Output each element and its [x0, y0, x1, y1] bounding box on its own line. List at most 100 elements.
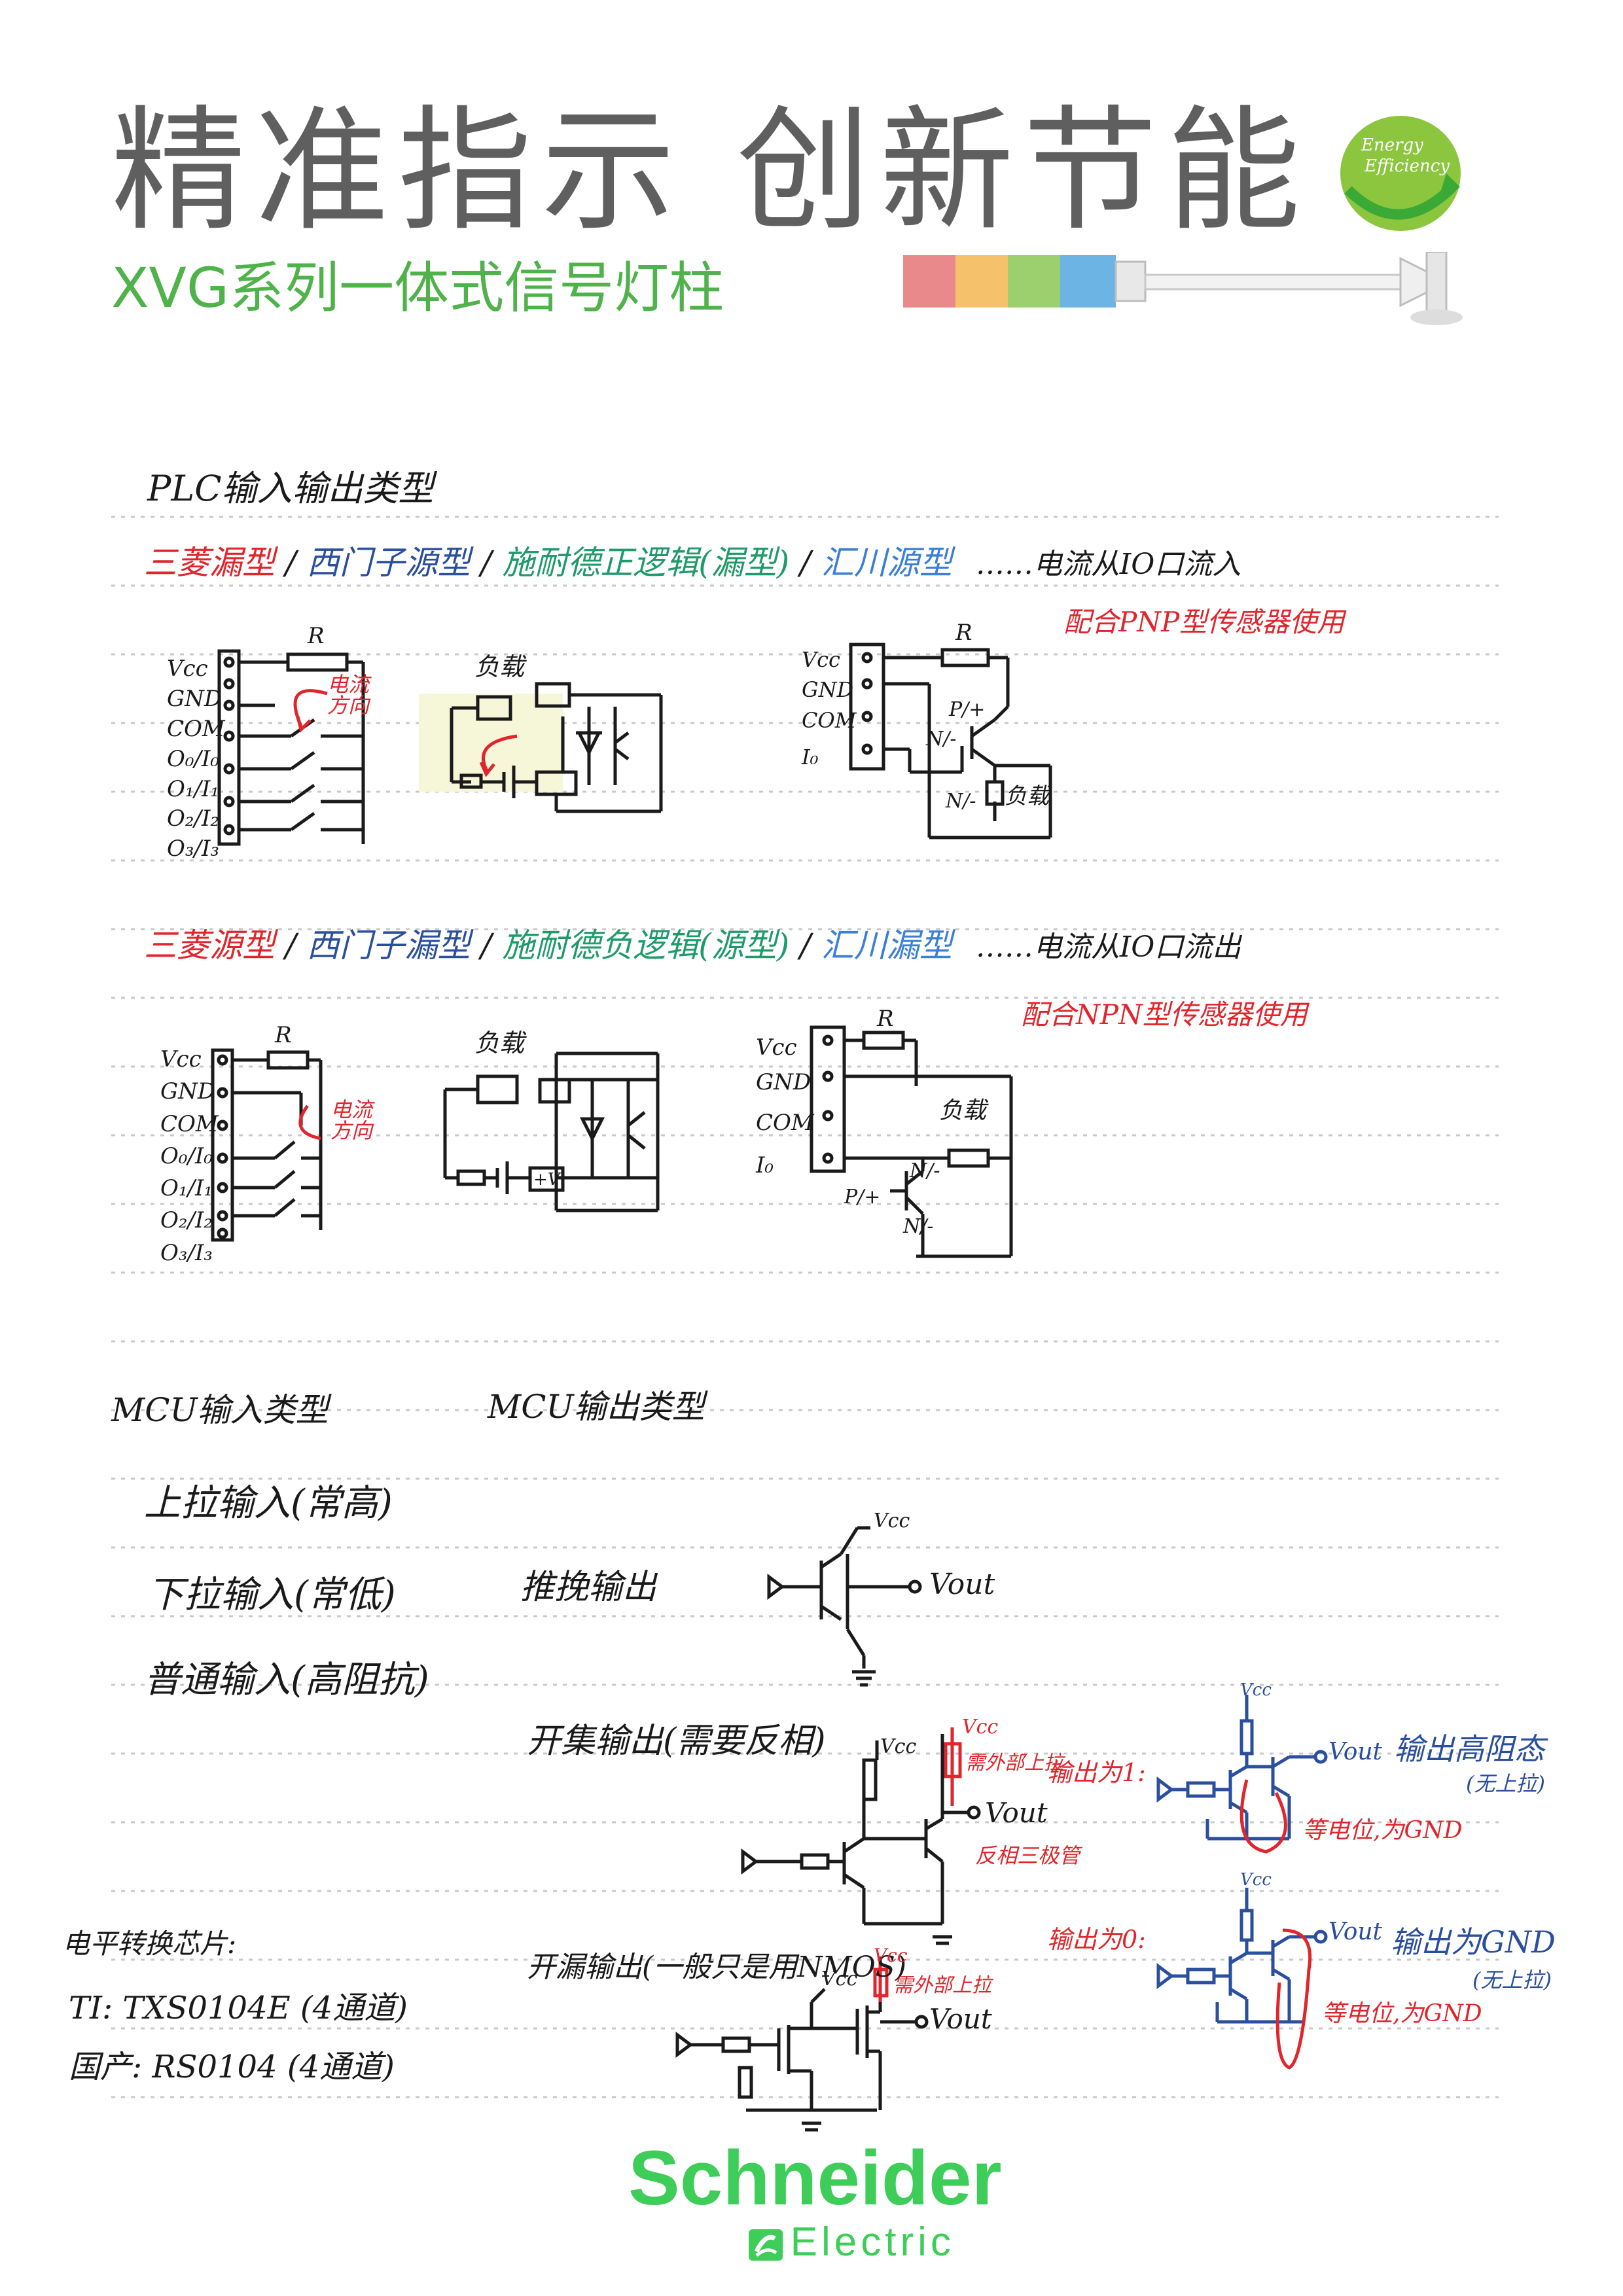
row2-load-label: 负载	[474, 1029, 525, 1057]
plc-row2-brands: 三菱源型 / 西门子漏型 / 施耐德负逻辑(源型) / 汇川漏型 ……电流从IO…	[144, 929, 1241, 962]
row2-n-minus: N/-	[910, 1159, 940, 1182]
badge-line-1: Energy	[1361, 135, 1423, 155]
row2-gnd-label: GND	[160, 1078, 216, 1105]
open-drain-vcc: Vcc	[821, 1968, 858, 1990]
schneider-electric-logo: Schneider Electric	[628, 2140, 1002, 2263]
plc-sink-load-schematic	[419, 682, 663, 813]
output-gnd-note: 输出为GND	[1391, 1924, 1556, 1960]
row2-sensor-gnd: GND	[756, 1069, 812, 1095]
level-shifter-heading: 电平转换芯片:	[62, 1928, 237, 1960]
row2-sep-3: /	[789, 927, 821, 964]
mcu-input-high-z: 普通输入(高阻抗)	[144, 1659, 429, 1701]
row1-sep-2: /	[470, 544, 503, 582]
row2-sep-1: /	[275, 927, 307, 964]
row2-inovance: 汇川漏型	[821, 927, 952, 964]
row1-io1-label: O₁/I₁	[167, 775, 220, 802]
row1-sensor-io: I₀	[802, 745, 819, 770]
row1-sensor-vcc: Vcc	[802, 647, 840, 672]
row2-sep-2: /	[470, 927, 503, 964]
row2-sensor-resistor: R	[877, 1006, 894, 1032]
row2-current-direction: 电流方向	[330, 1097, 373, 1143]
logo-brand-electric: Electric	[790, 2219, 955, 2265]
output-0-vcc: Vcc	[1240, 1870, 1272, 1890]
push-pull-schematic	[767, 1526, 922, 1687]
output-0-no-pull: (无上拉)	[1472, 1968, 1552, 1992]
row1-com-label: COM	[167, 715, 225, 742]
row1-inovance: 汇川源型	[821, 544, 952, 582]
output-0-blue-schematic	[1156, 1888, 1328, 2024]
plc-pnp-sensor-schematic	[849, 643, 1052, 839]
row1-sep-3: /	[789, 544, 821, 582]
row2-sensor-note: 配合NPN型传感器使用	[1021, 998, 1308, 1031]
row1-sep-1: /	[275, 544, 307, 582]
open-drain-label: 开漏输出(一般只是用NMOS)	[527, 1951, 907, 1984]
output-0-label: 输出为0:	[1047, 1925, 1146, 1954]
output-0-vout: Vout	[1329, 1918, 1383, 1945]
row2-siemens: 西门子漏型	[306, 927, 471, 964]
row1-io0-label: O₀/I₀	[167, 745, 220, 772]
output-1-equal-gnd: 等电位,为GND	[1302, 1817, 1463, 1844]
open-drain-pullup-red	[873, 1956, 889, 2002]
page-subtitle: XVG系列一体式信号灯柱	[111, 256, 724, 320]
row2-resistor-label: R	[275, 1022, 292, 1048]
plc-row1-brands: 三菱漏型 / 西门子源型 / 施耐德正逻辑(漏型) / 汇川源型 ……电流从IO…	[144, 546, 1241, 579]
level-shifter-domestic: 国产: RS0104 (4通道)	[69, 2049, 395, 2085]
output-1-vout: Vout	[1329, 1739, 1383, 1765]
open-collector-schematic	[741, 1734, 981, 1945]
output-0-equal-gnd: 等电位,为GND	[1322, 2000, 1482, 2027]
plc-sink-terminal-schematic	[217, 649, 365, 846]
output-1-no-pull: (无上拉)	[1466, 1771, 1545, 1796]
open-drain-vcc-red: Vcc	[874, 1945, 908, 1966]
row1-siemens: 西门子源型	[306, 544, 471, 582]
logo-brand-name: Schneider	[628, 2135, 1002, 2221]
open-drain-pullup-note: 需外部上拉	[893, 1974, 991, 1997]
row1-current-direction: 电流方向	[327, 672, 370, 718]
row2-io2-label: O₂/I₂	[160, 1207, 213, 1234]
row2-current-note: ……电流从IO口流出	[975, 930, 1241, 964]
open-collector-pullup-note: 需外部上拉	[965, 1752, 1063, 1775]
row1-n-minus-2: N/-	[946, 790, 976, 813]
open-collector-vcc-red: Vcc	[962, 1716, 999, 1739]
plc-heading: PLC输入输出类型	[147, 468, 434, 509]
row1-resistor-label: R	[308, 623, 325, 649]
row1-schneider: 施耐德正逻辑(漏型)	[502, 544, 790, 582]
row2-sensor-io: I₀	[756, 1152, 774, 1179]
row1-mitsubishi: 三菱漏型	[144, 544, 275, 582]
open-collector-vcc: Vcc	[880, 1735, 917, 1758]
row1-sensor-com: COM	[802, 707, 857, 733]
row1-load-label: 负载	[474, 652, 525, 681]
output-1-blue-schematic	[1156, 1695, 1328, 1841]
row2-sensor-terminal-labels: Vcc GND COM I₀	[756, 1031, 814, 1183]
output-1-label: 输出为1:	[1047, 1758, 1146, 1787]
page-title: 精准指示 创新节能	[111, 94, 1310, 249]
push-pull-vout: Vout	[929, 1568, 995, 1601]
row2-vcc-label: Vcc	[160, 1046, 202, 1072]
row2-sensor-vcc: Vcc	[756, 1034, 797, 1061]
row1-gnd-label: GND	[167, 685, 223, 712]
row1-current-note: ……电流从IO口流入	[975, 548, 1241, 581]
row2-p-plus: P/+	[844, 1186, 881, 1209]
row2-com-label: COM	[160, 1110, 219, 1137]
external-pullup-red	[944, 1727, 962, 1806]
row1-sensor-load: 负载	[1005, 783, 1049, 809]
level-shifter-ti: TI: TXS0104E (4通道)	[69, 1990, 408, 2026]
schneider-mark-icon	[748, 2229, 783, 2261]
signal-tower-illustration	[903, 251, 1492, 330]
row2-sensor-load: 负载	[939, 1097, 987, 1124]
open-drain-vout: Vout	[929, 2003, 992, 2035]
mcu-input-pullup: 上拉输入(常高)	[144, 1482, 393, 1525]
row2-plus-v: +V	[533, 1170, 560, 1190]
row2-io3-label: O₃/I₃	[160, 1239, 213, 1266]
row2-mitsubishi: 三菱源型	[144, 927, 275, 964]
mcu-input-heading: MCU输入类型	[111, 1391, 329, 1429]
logo-brand-sub: Electric	[700, 2222, 1002, 2263]
open-collector-label: 开集输出(需要反相)	[527, 1722, 826, 1761]
push-pull-label: 推挽输出	[520, 1568, 657, 1607]
inverter-tube-note: 反相三极管	[975, 1843, 1080, 1868]
badge-line-2: Efficiency	[1364, 156, 1450, 176]
row2-io0-label: O₀/I₀	[160, 1142, 213, 1169]
row2-n-minus-2: N/-	[903, 1215, 934, 1238]
plc-npn-sensor-schematic	[810, 1025, 1013, 1258]
row1-sensor-note: 配合PNP型传感器使用	[1063, 606, 1345, 638]
